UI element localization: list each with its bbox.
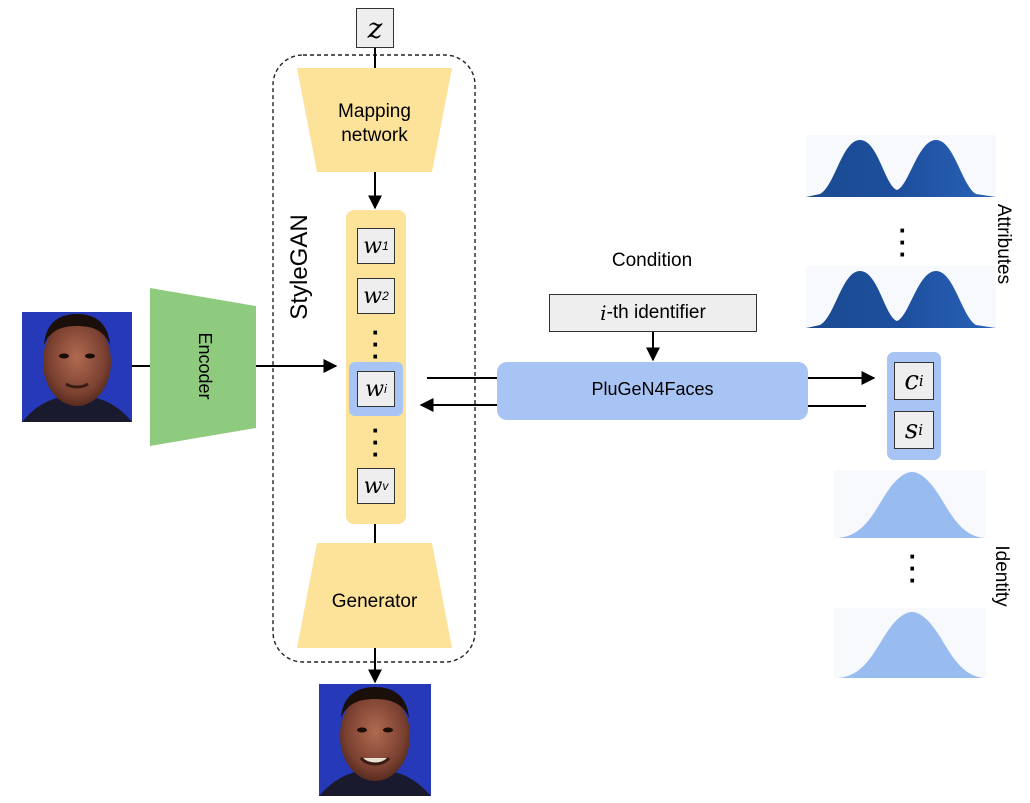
mapping-network-line2: network [341,125,408,146]
generator-label: Generator [331,591,418,612]
condition-label: Condition [611,250,693,271]
ci-base: c [904,366,919,396]
attributes-ellipsis: ··· [898,215,908,269]
encoder-label: Encoder [195,332,215,400]
attributes-label: Attributes [993,203,1014,285]
w1-sub: 1 [382,239,389,253]
identifier-box: i-th identifier [549,294,757,332]
plugen-box [497,362,808,420]
si-base: s [904,415,919,445]
z-box: z [356,8,394,48]
identity-distribution-bottom [834,608,986,678]
attribute-distribution-bottom [806,266,996,328]
attribute-distribution-top [806,135,996,197]
identifier-text: -th identifier [606,302,706,323]
identifier-prefix: i [600,301,607,325]
mapping-network-shape [297,68,452,172]
wv-base: w [363,473,383,499]
generator-shape [297,543,452,648]
ci-sub: i [918,372,924,390]
w1-base: w [363,233,383,259]
encoder-shape [150,288,256,446]
mapping-network-label: Mapping network [297,100,452,148]
wi-sub: i [384,382,387,396]
identity-label: Identity [991,545,1012,607]
w2-base: w [363,283,383,309]
latent-ellipsis-top: ··· [371,317,381,371]
wi-base: w [365,376,385,402]
output-face-photo [319,684,431,796]
identity-distribution-top [834,470,986,538]
identity-ellipsis: ··· [908,541,918,595]
mapping-network-line1: Mapping [338,101,411,122]
wv-sub: v [382,479,389,493]
input-face-photo [22,312,132,422]
z-label: z [367,11,383,45]
latent-ellipsis-bottom: ··· [371,415,381,469]
w2-sub: 2 [382,289,389,303]
si-sub: i [918,421,924,439]
stylegan-label: StyleGAN [286,214,313,320]
plugen-label: PluGeN4Faces [591,379,714,399]
